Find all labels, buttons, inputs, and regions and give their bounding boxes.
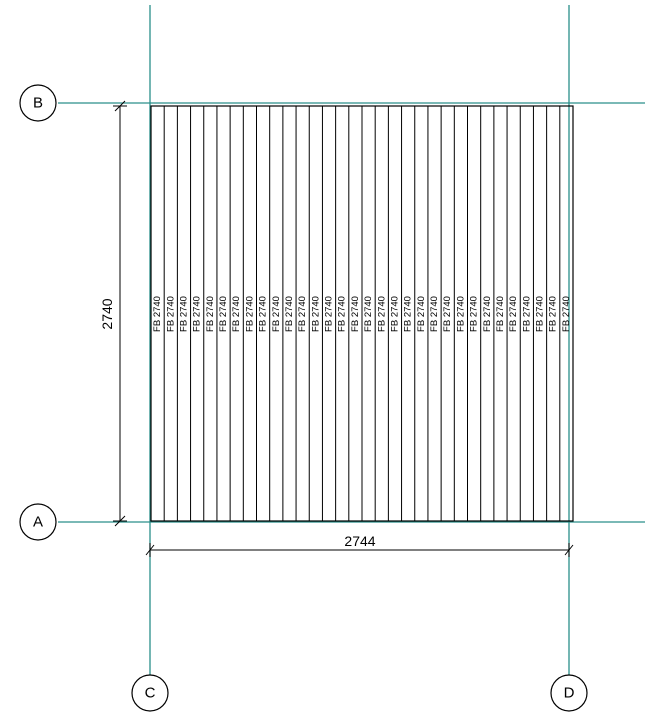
grid-bubble-a-label: A xyxy=(33,514,43,531)
board-label: FB 2740 xyxy=(535,296,546,332)
board-label: FB 2740 xyxy=(376,296,387,332)
grid-bubble-c-label: C xyxy=(145,685,156,702)
board-label: FB 2740 xyxy=(258,296,269,332)
board-label: FB 2740 xyxy=(455,296,466,332)
board-label: FB 2740 xyxy=(508,296,519,332)
board-label: FB 2740 xyxy=(429,296,440,332)
board-label: FB 2740 xyxy=(297,296,308,332)
board-label: FB 2740 xyxy=(231,296,242,332)
width-dimension-label: 2744 xyxy=(344,533,375,549)
board-label: FB 2740 xyxy=(442,296,453,332)
board-label: FB 2740 xyxy=(521,296,532,332)
board-label: FB 2740 xyxy=(205,296,216,332)
board-label: FB 2740 xyxy=(561,296,572,332)
board-label: FB 2740 xyxy=(192,296,203,332)
grid-bubble-b: B xyxy=(19,84,57,122)
grid-bubble-b-label: B xyxy=(33,95,43,112)
board-label: FB 2740 xyxy=(482,296,493,332)
board-label: FB 2740 xyxy=(178,296,189,332)
board-label: FB 2740 xyxy=(244,296,255,332)
board-label: FB 2740 xyxy=(271,296,282,332)
board-label: FB 2740 xyxy=(495,296,506,332)
height-dimension-label: 2740 xyxy=(99,298,115,329)
board-label: FB 2740 xyxy=(165,296,176,332)
board-label: FB 2740 xyxy=(416,296,427,332)
board-label: FB 2740 xyxy=(284,296,295,332)
board-label: FB 2740 xyxy=(218,296,229,332)
board-label: FB 2740 xyxy=(389,296,400,332)
height-dimension: 2740 xyxy=(99,100,127,527)
board-label: FB 2740 xyxy=(337,296,348,332)
board-area-outline xyxy=(150,105,574,522)
grid-bubble-a: A xyxy=(19,503,57,541)
board-label: FB 2740 xyxy=(310,296,321,332)
grid-bubble-d: D xyxy=(550,674,588,712)
board-label: FB 2740 xyxy=(548,296,559,332)
board-label: FB 2740 xyxy=(363,296,374,332)
grid-bubble-c: C xyxy=(131,674,169,712)
board-label: FB 2740 xyxy=(403,296,414,332)
board-label: FB 2740 xyxy=(350,296,361,332)
board-label: FB 2740 xyxy=(469,296,480,332)
board-label: FB 2740 xyxy=(324,296,335,332)
width-dimension: 2744 xyxy=(145,533,574,557)
grid-bubble-d-label: D xyxy=(564,685,575,702)
board-label: FB 2740 xyxy=(152,296,163,332)
